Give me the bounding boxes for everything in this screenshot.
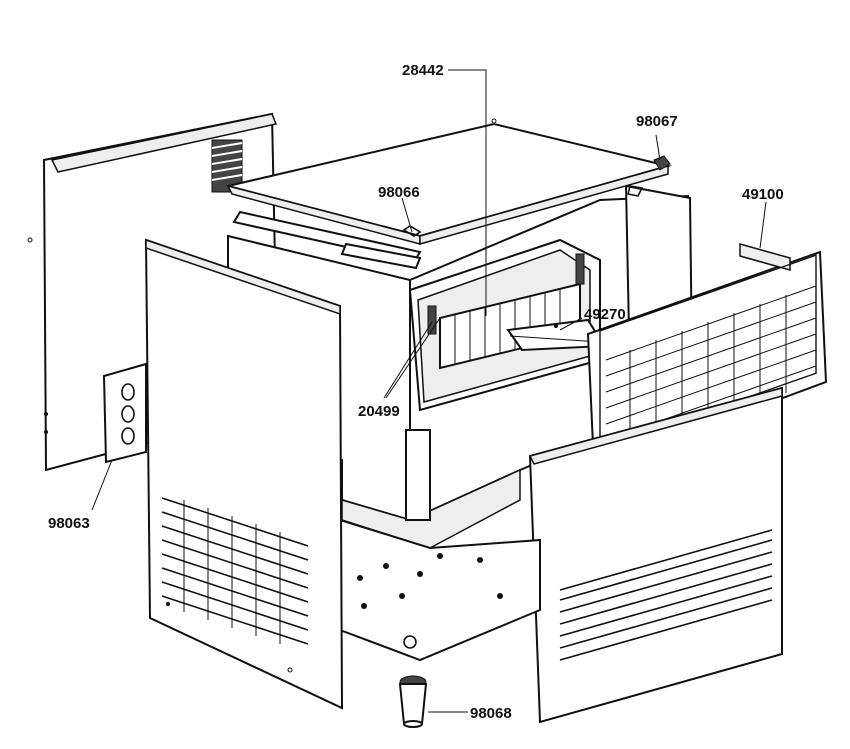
left-front-panel (144, 238, 344, 710)
side-plate (102, 362, 147, 464)
curtain (427, 253, 585, 370)
hinge (653, 155, 671, 171)
front-grille (586, 243, 828, 470)
left-panel-vent (211, 139, 243, 193)
label-98068: 98068 (470, 705, 512, 722)
label-49100: 49100 (742, 186, 784, 203)
leader-lines (91, 69, 767, 713)
label-98063: 98063 (48, 515, 90, 532)
label-20499: 20499 (358, 403, 400, 420)
top-cover (226, 118, 672, 245)
label-98066: 98066 (378, 184, 420, 201)
label-28442: 28442 (402, 62, 444, 79)
leg (398, 675, 428, 728)
left-panel-louvers (161, 497, 309, 645)
label-49270: 49270 (584, 306, 626, 323)
label-98067: 98067 (636, 113, 678, 130)
inner-brackets (232, 185, 644, 270)
base-plate (339, 518, 541, 662)
right-panel-louvers (559, 529, 773, 661)
right-front-panel (528, 386, 783, 724)
